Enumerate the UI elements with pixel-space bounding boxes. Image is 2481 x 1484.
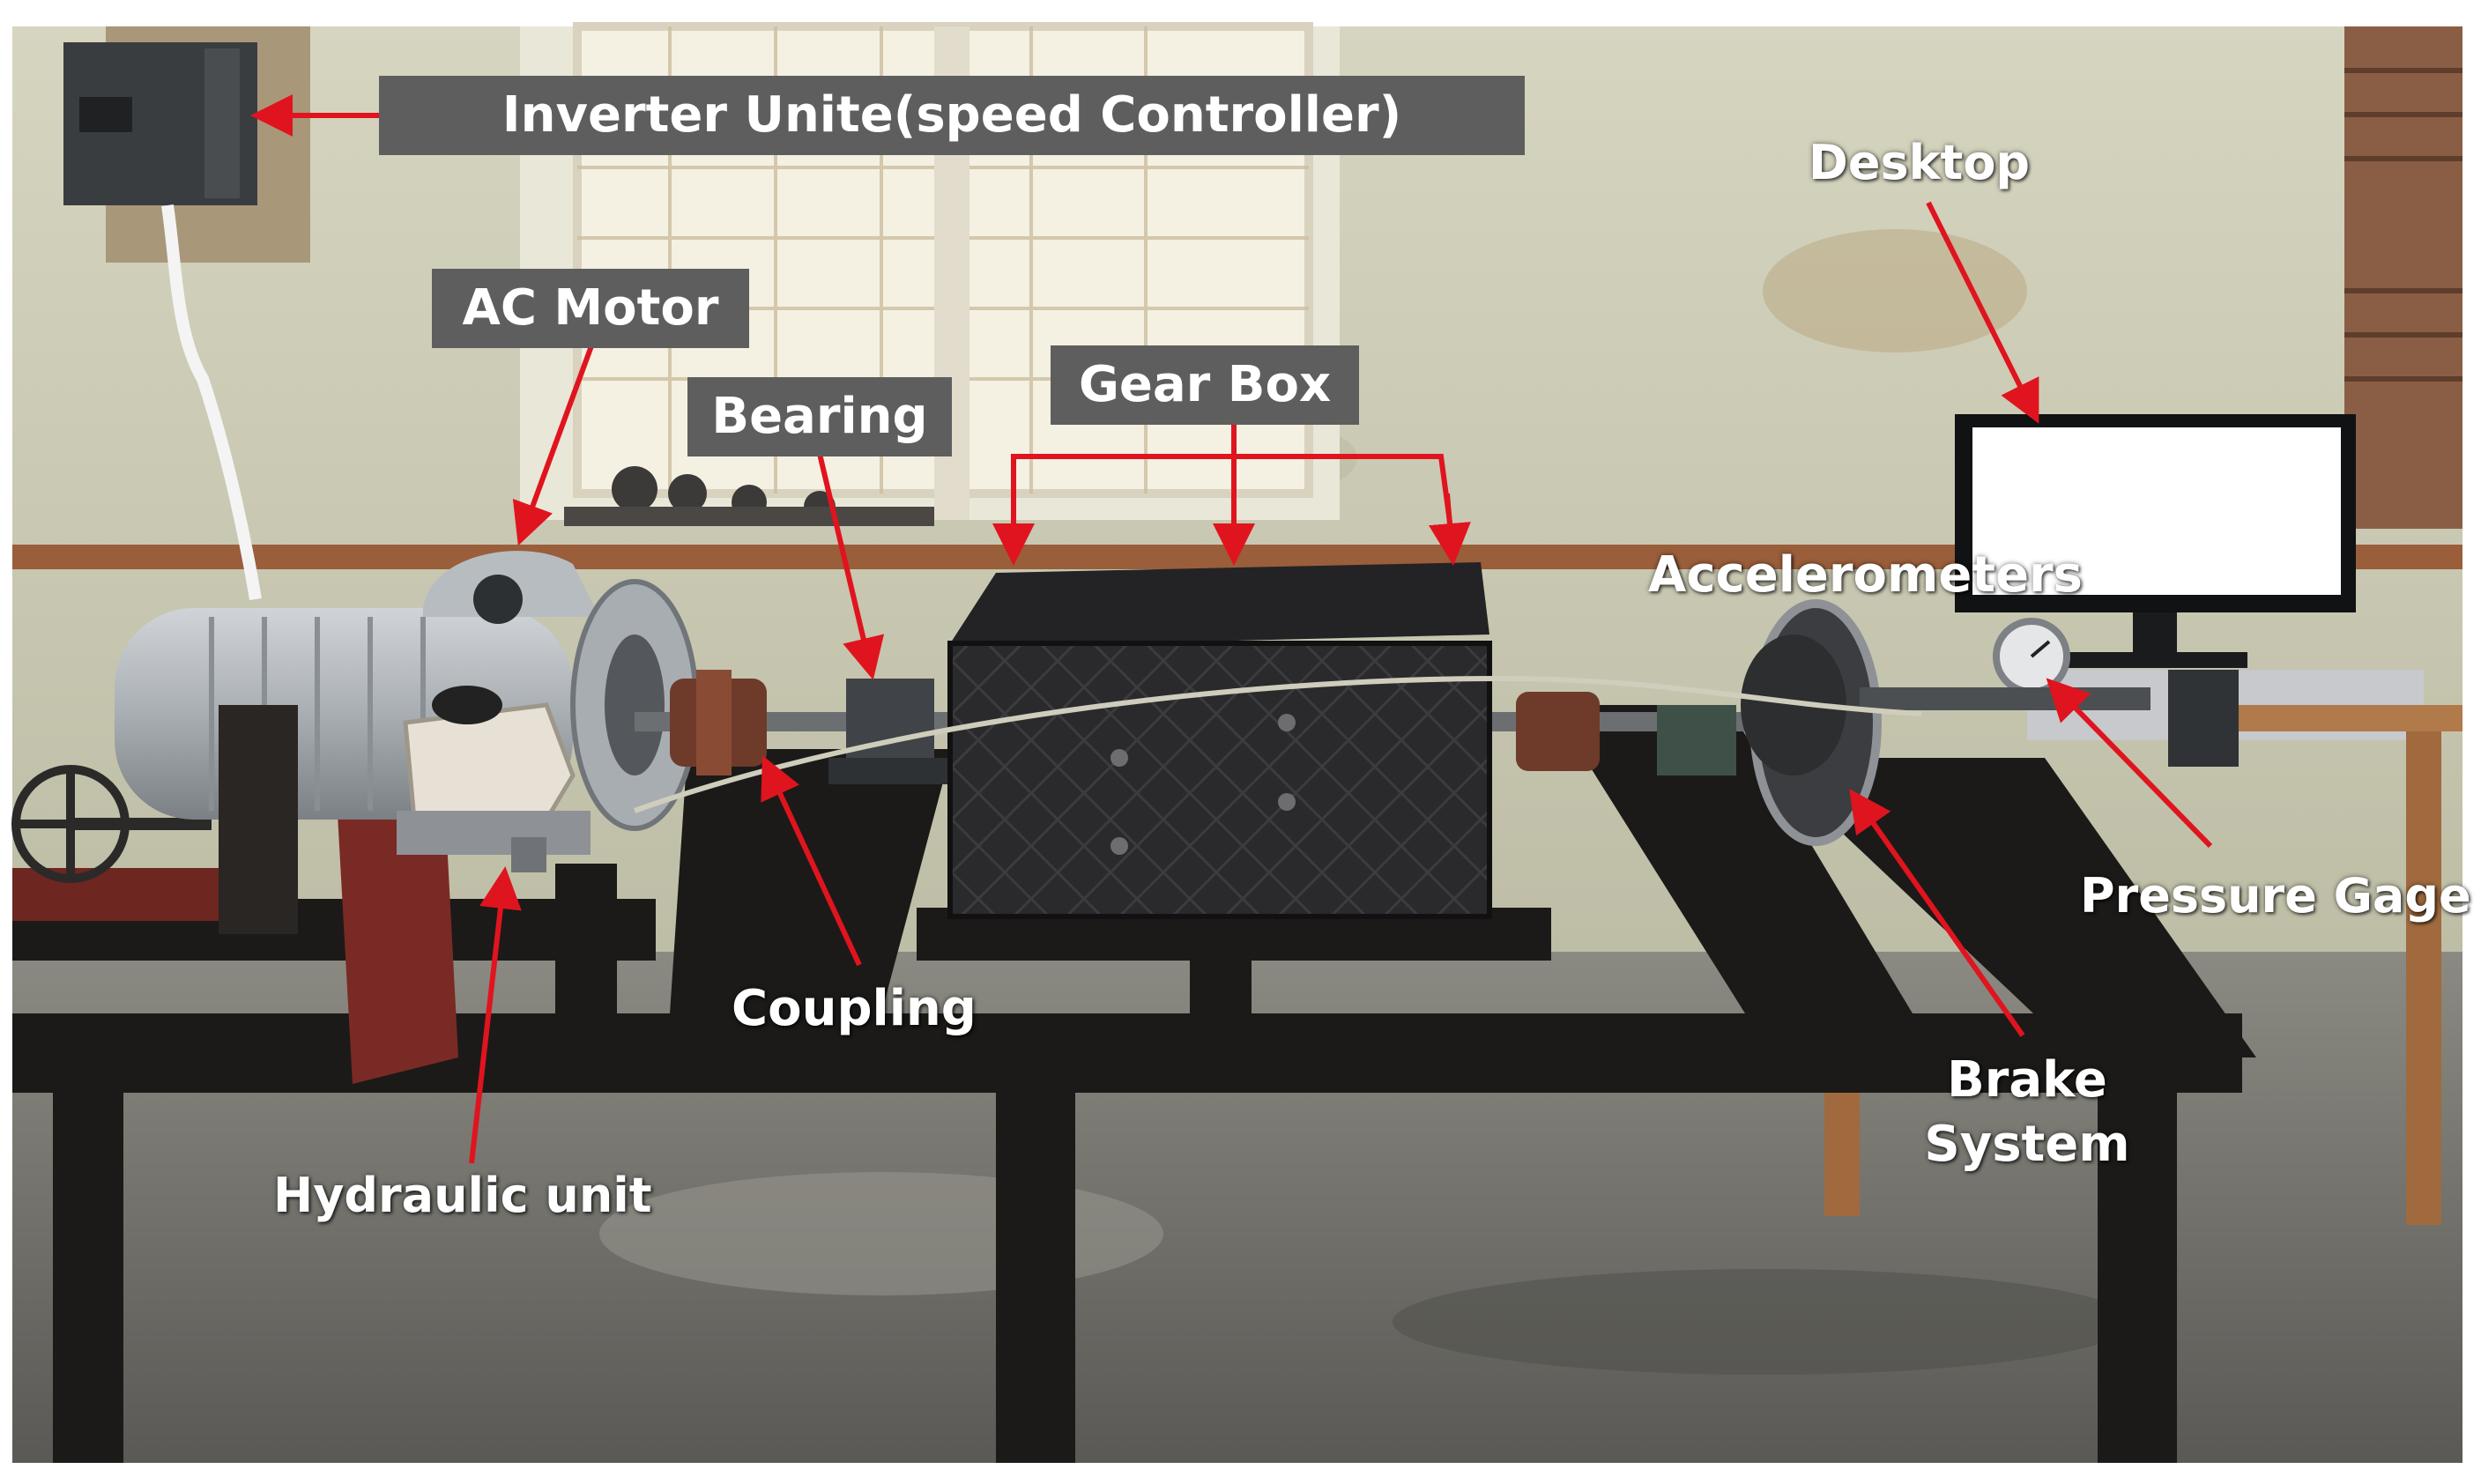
coupling-left — [670, 670, 767, 775]
label-hydraulic-unit: Hydraulic unit — [273, 1168, 652, 1223]
annotation-arrows — [250, 94, 2213, 1164]
label-brake-system: Brake System — [1924, 1051, 2130, 1173]
brake-disc — [1657, 599, 1882, 846]
hydraulic-unit — [397, 686, 591, 872]
coupling-right — [1516, 692, 1600, 771]
label-accelerometers: Accelerometers — [1648, 546, 2084, 604]
sill-parts — [564, 466, 934, 526]
label-inverter-unit: Inverter Unite(speed Controller) — [379, 76, 1525, 155]
ac-motor — [115, 551, 699, 934]
label-ac-motor: AC Motor — [432, 269, 749, 348]
gear-box — [947, 562, 1492, 919]
label-bearing: Bearing — [687, 377, 952, 456]
hand-wheel — [11, 765, 212, 883]
label-gear-box: Gear Box — [1051, 345, 1359, 425]
label-coupling: Coupling — [732, 980, 977, 1037]
pressure-gauge — [1860, 618, 2239, 767]
inverter-unit — [63, 26, 310, 601]
label-desktop: Desktop — [1809, 135, 2031, 190]
label-pressure-gage: Pressure Gage — [2080, 868, 2471, 924]
bearing-block — [828, 679, 952, 784]
sensor-cable — [633, 675, 1922, 813]
